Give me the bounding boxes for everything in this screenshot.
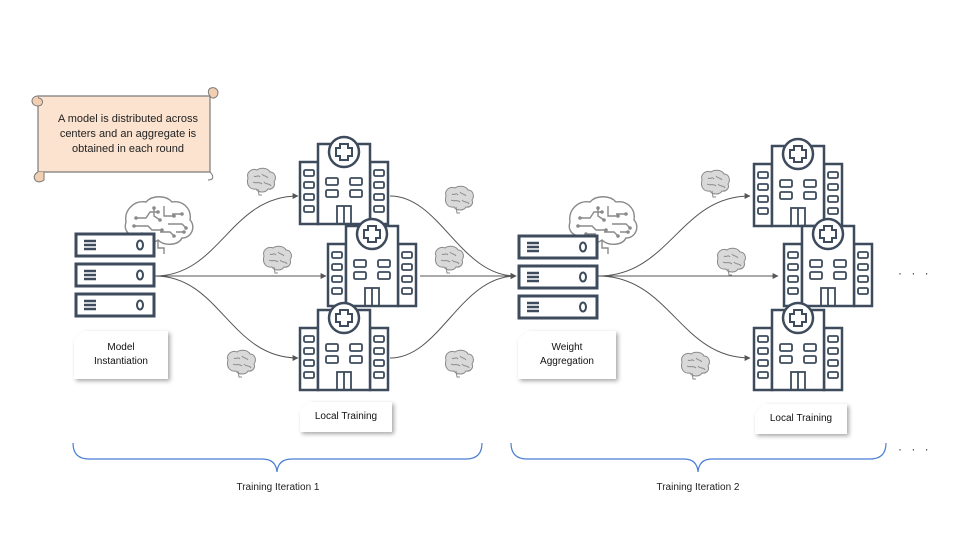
aggregation-server-icon (517, 234, 599, 320)
iteration-2-label: Training Iteration 2 (656, 482, 740, 493)
hospital-icon (752, 301, 844, 392)
note-scroll (31, 87, 219, 183)
weight-aggregation-card: Weight Aggregation (518, 331, 616, 379)
local-training-label: Local Training (300, 402, 392, 432)
local-training-label: Local Training (755, 404, 847, 434)
continuation-ellipsis: · · · (898, 442, 932, 456)
model-instantiation-card: Model Instantiation (74, 331, 168, 379)
hospital-icon (782, 217, 874, 308)
brain-icon (444, 349, 474, 378)
local-training-card-2: Local Training (755, 404, 847, 434)
brain-icon (434, 245, 464, 274)
brain-icon (700, 169, 730, 198)
model-instantiation-label: Model Instantiation (74, 331, 168, 379)
brain-icon (444, 185, 474, 214)
hospital-icon (326, 217, 418, 308)
hospital-icon (298, 135, 390, 226)
brain-icon (226, 349, 256, 378)
iteration-1-label: Training Iteration 1 (236, 482, 320, 493)
model-server-icon (74, 232, 156, 318)
brain-icon (262, 245, 292, 274)
note-text: A model is distributed across centers an… (57, 113, 198, 155)
brain-icon (246, 167, 276, 196)
local-training-card-1: Local Training (300, 402, 392, 432)
iteration-2-brace (510, 442, 887, 473)
iteration-1-brace (72, 442, 483, 473)
hospital-icon (752, 137, 844, 228)
brain-icon (680, 351, 710, 380)
brain-icon (716, 247, 746, 276)
distribution-arrows-2 (597, 193, 779, 361)
distribution-arrows-1 (154, 193, 517, 361)
hospital-icon (298, 301, 390, 392)
weight-aggregation-label: Weight Aggregation (518, 331, 616, 379)
continuation-ellipsis: · · · (898, 266, 932, 280)
